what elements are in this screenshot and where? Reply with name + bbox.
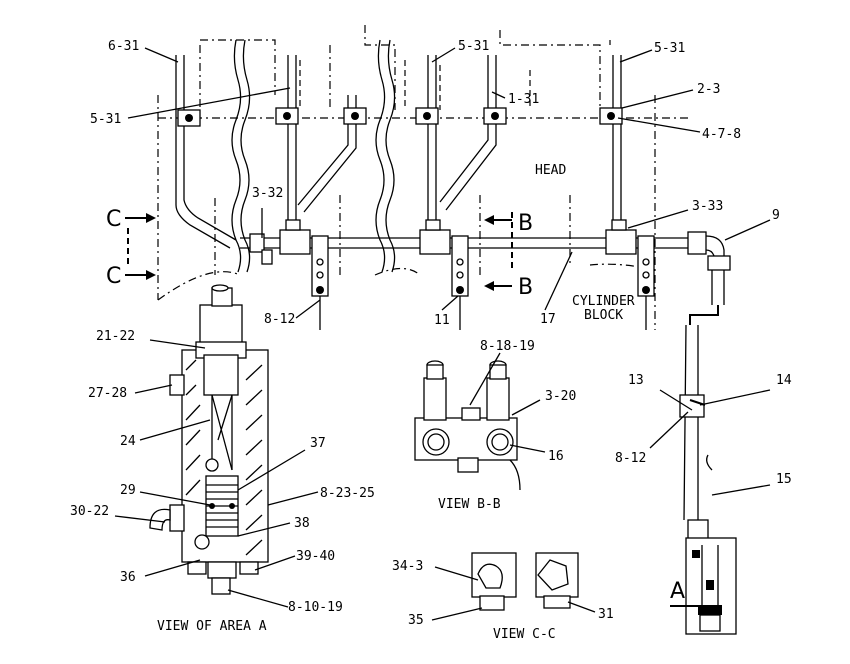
callout-37: 37 (310, 436, 326, 451)
callout-1-31: 1-31 (508, 92, 539, 107)
callout-8-12-right: 8-12 (615, 451, 646, 466)
manifold-tube (240, 219, 731, 330)
section-markers (125, 212, 513, 291)
head-outline (157, 25, 690, 330)
callout-15: 15 (776, 472, 792, 487)
callout-38: 38 (294, 516, 310, 531)
label-head: HEAD (535, 163, 566, 178)
leaders-area-a (114, 339, 319, 608)
callout-14: 14 (776, 373, 792, 388)
section-label-a: A (670, 579, 685, 604)
section-label-c-bottom: C (106, 264, 121, 289)
callout-5-31-mid: 5-31 (458, 39, 489, 54)
callout-6-31: 6-31 (108, 39, 139, 54)
view-of-area-a-title: VIEW OF AREA A (157, 619, 267, 634)
section-label-b-bottom: B (518, 275, 533, 300)
view-b-b (414, 352, 546, 491)
callout-21-22: 21-22 (96, 329, 135, 344)
callout-30-22: 30-22 (70, 504, 109, 519)
callout-3-33: 3-33 (692, 199, 723, 214)
callout-11: 11 (434, 313, 450, 328)
right-supply-tube (649, 324, 771, 635)
callout-8-12-top: 8-12 (264, 312, 295, 327)
valve-view-a (149, 284, 269, 595)
label-cylinder: CYLINDER (572, 294, 635, 309)
callout-17: 17 (540, 312, 556, 327)
callout-16: 16 (548, 449, 564, 464)
clamps (177, 107, 623, 127)
callout-8-23-25: 8-23-25 (320, 486, 375, 501)
callout-8-10-19: 8-10-19 (288, 600, 343, 615)
callout-24: 24 (120, 434, 136, 449)
callout-39-40: 39-40 (296, 549, 335, 564)
fuel-lines (175, 55, 622, 249)
callout-9: 9 (772, 208, 780, 223)
callout-3-20: 3-20 (545, 389, 576, 404)
section-label-b-top: B (518, 211, 533, 236)
section-label-c-top: C (106, 207, 121, 232)
callout-13: 13 (628, 373, 644, 388)
view-c-c (431, 552, 596, 621)
callout-36: 36 (120, 570, 136, 585)
callout-31: 31 (598, 607, 614, 622)
callout-5-31-left: 5-31 (90, 112, 121, 127)
callout-4-7-8: 4-7-8 (702, 127, 741, 142)
callout-29: 29 (120, 483, 136, 498)
leaders-top (127, 47, 771, 319)
callout-2-3: 2-3 (697, 82, 720, 97)
callout-35: 35 (408, 613, 424, 628)
callout-3-32: 3-32 (252, 186, 283, 201)
view-c-c-title: VIEW C-C (493, 627, 556, 642)
callout-8-18-19: 8-18-19 (480, 339, 535, 354)
callout-27-28: 27-28 (88, 386, 127, 401)
callout-34-3: 34-3 (392, 559, 423, 574)
view-b-b-title: VIEW B-B (438, 497, 501, 512)
callout-5-31-right: 5-31 (654, 41, 685, 56)
label-block: BLOCK (584, 308, 623, 323)
